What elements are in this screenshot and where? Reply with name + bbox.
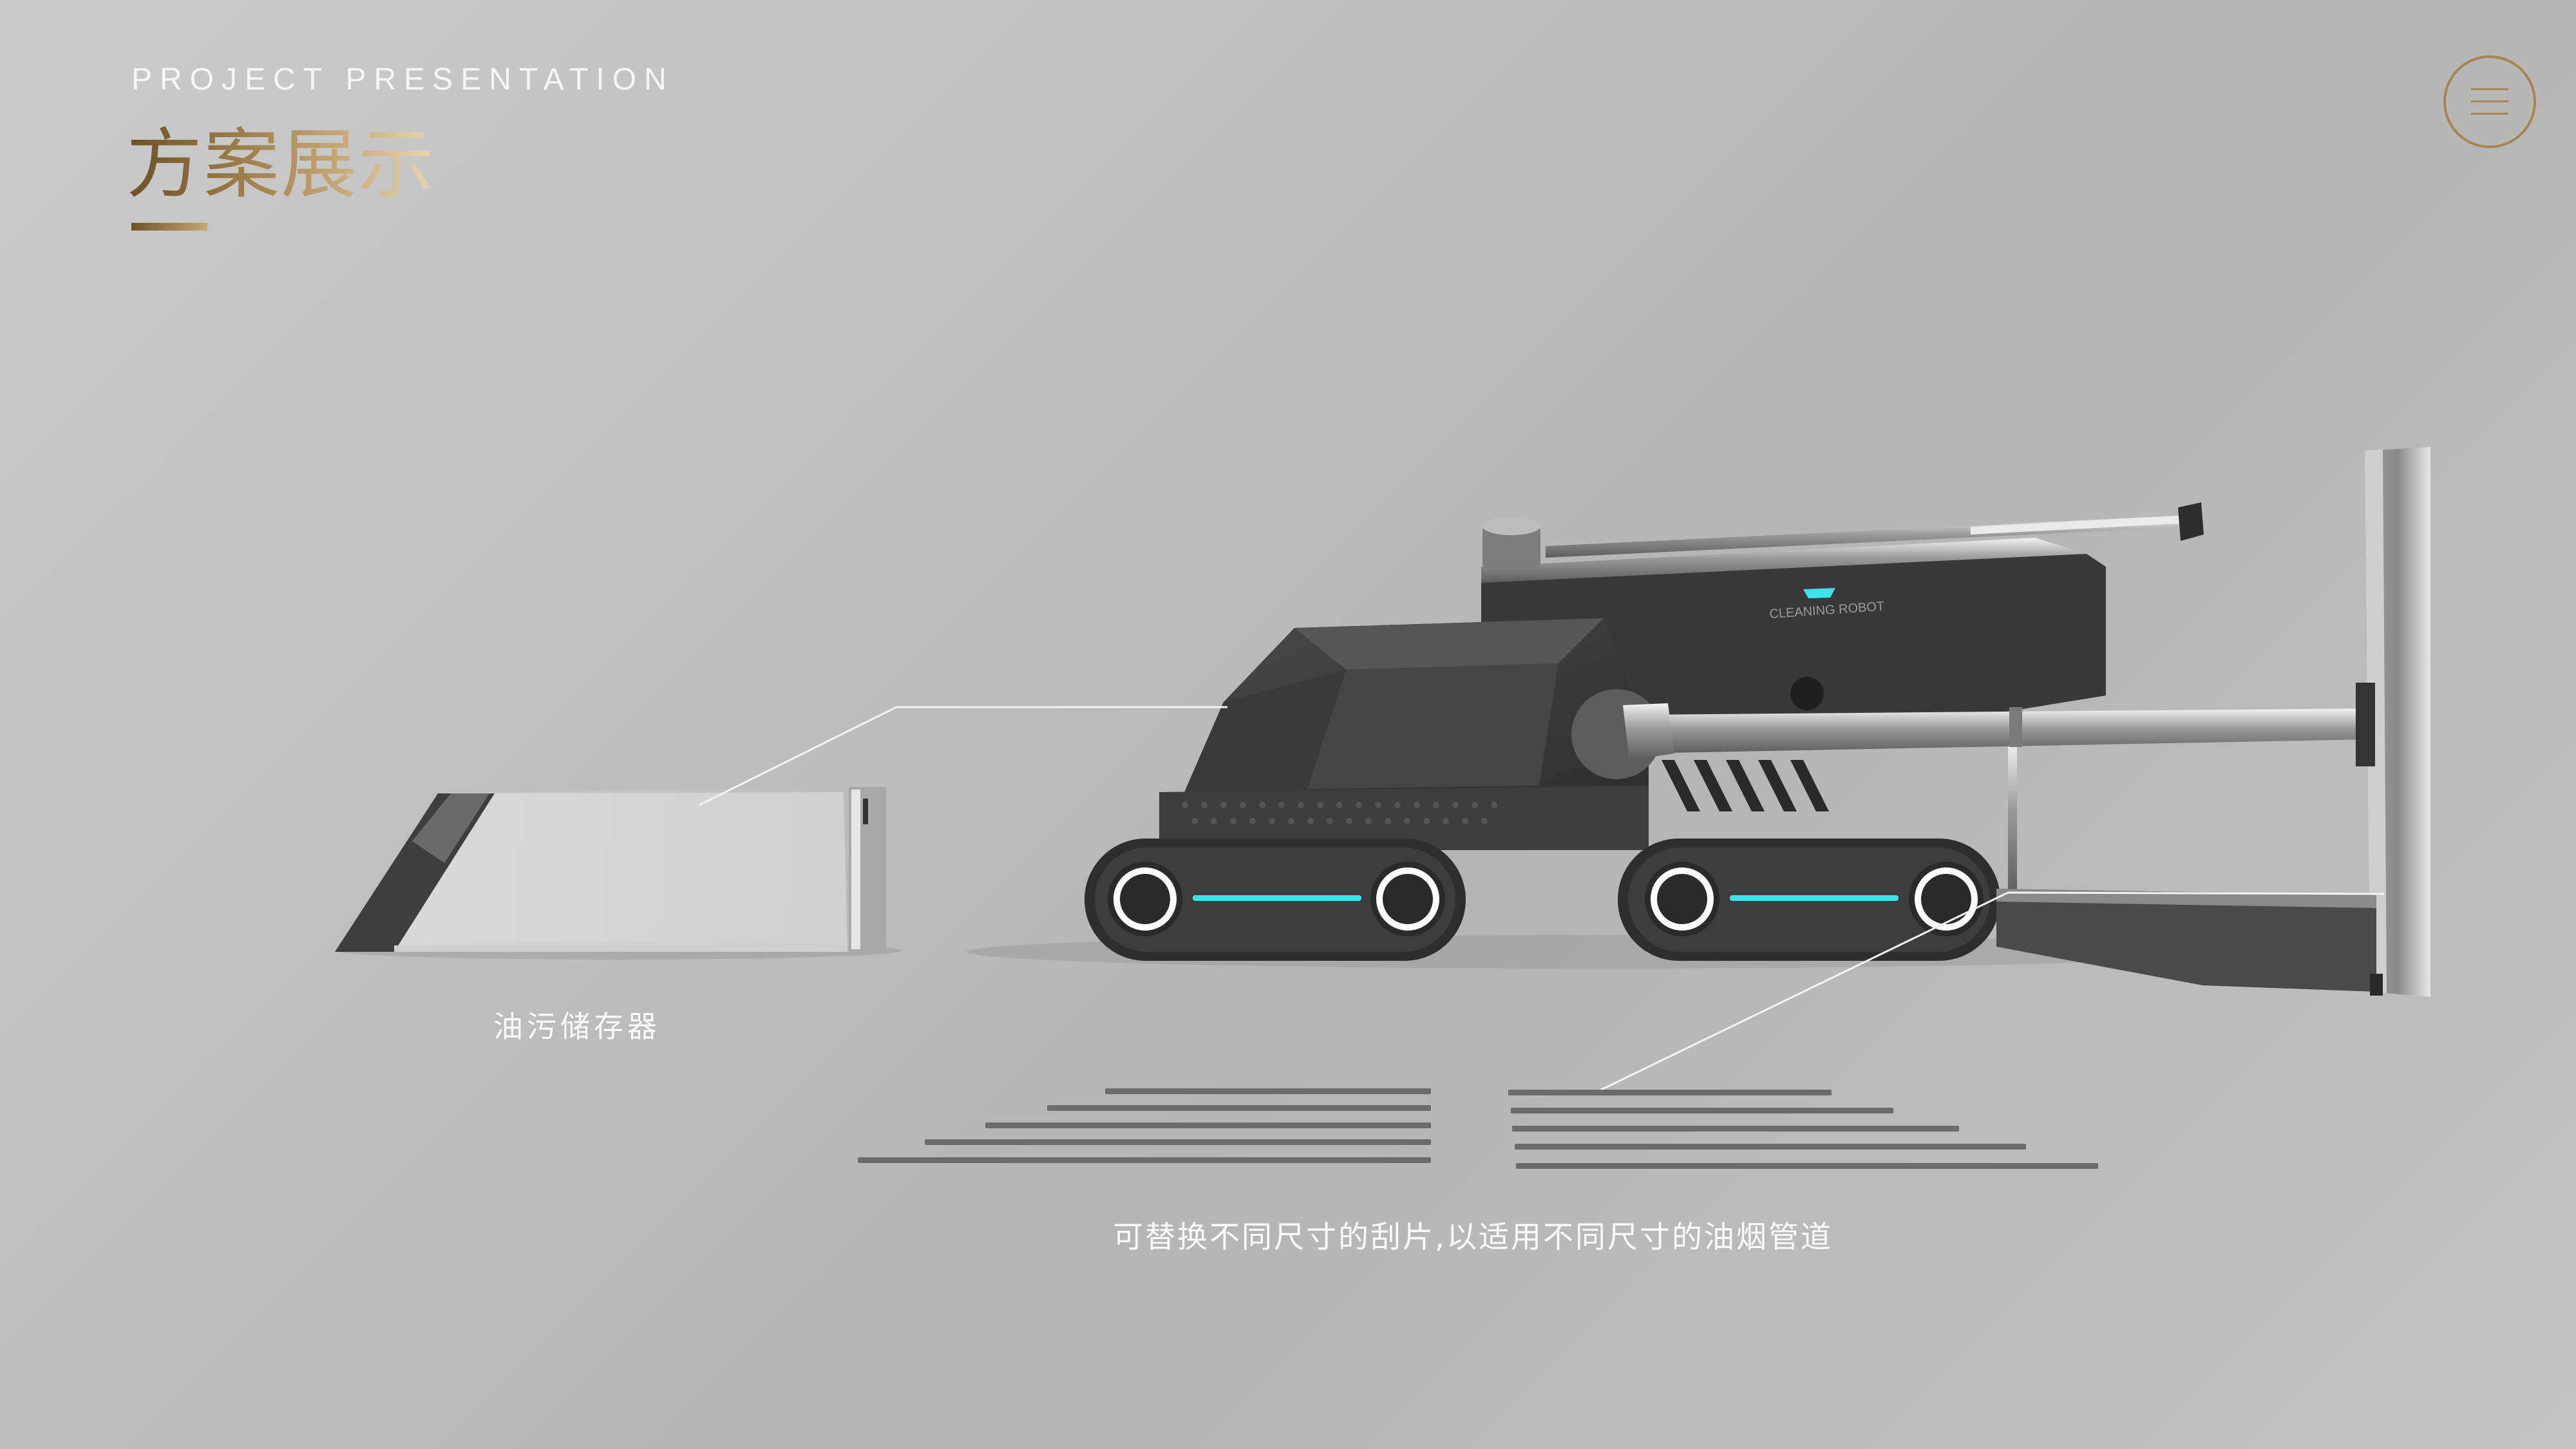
hamburger-menu-icon [2471,88,2508,115]
presentation-subtitle: PROJECT PRESENTATION [131,62,674,97]
blades-caption: 可替换不同尺寸的刮片,以适用不同尺寸的油烟管道 [1113,1220,1833,1255]
menu-button[interactable] [2443,55,2536,148]
cleaning-robot: CLEANING ROBOT [1084,447,2430,997]
latch-icon [863,799,868,824]
storage-caption: 油污储存器 [493,1009,661,1044]
page-title: 方案展示 [126,120,436,209]
scraper-blades [858,1088,2098,1169]
oil-storage-container [335,787,902,960]
status-light-icon [1803,588,1835,598]
title-underline [131,223,207,231]
callout-lines [699,706,2385,1095]
